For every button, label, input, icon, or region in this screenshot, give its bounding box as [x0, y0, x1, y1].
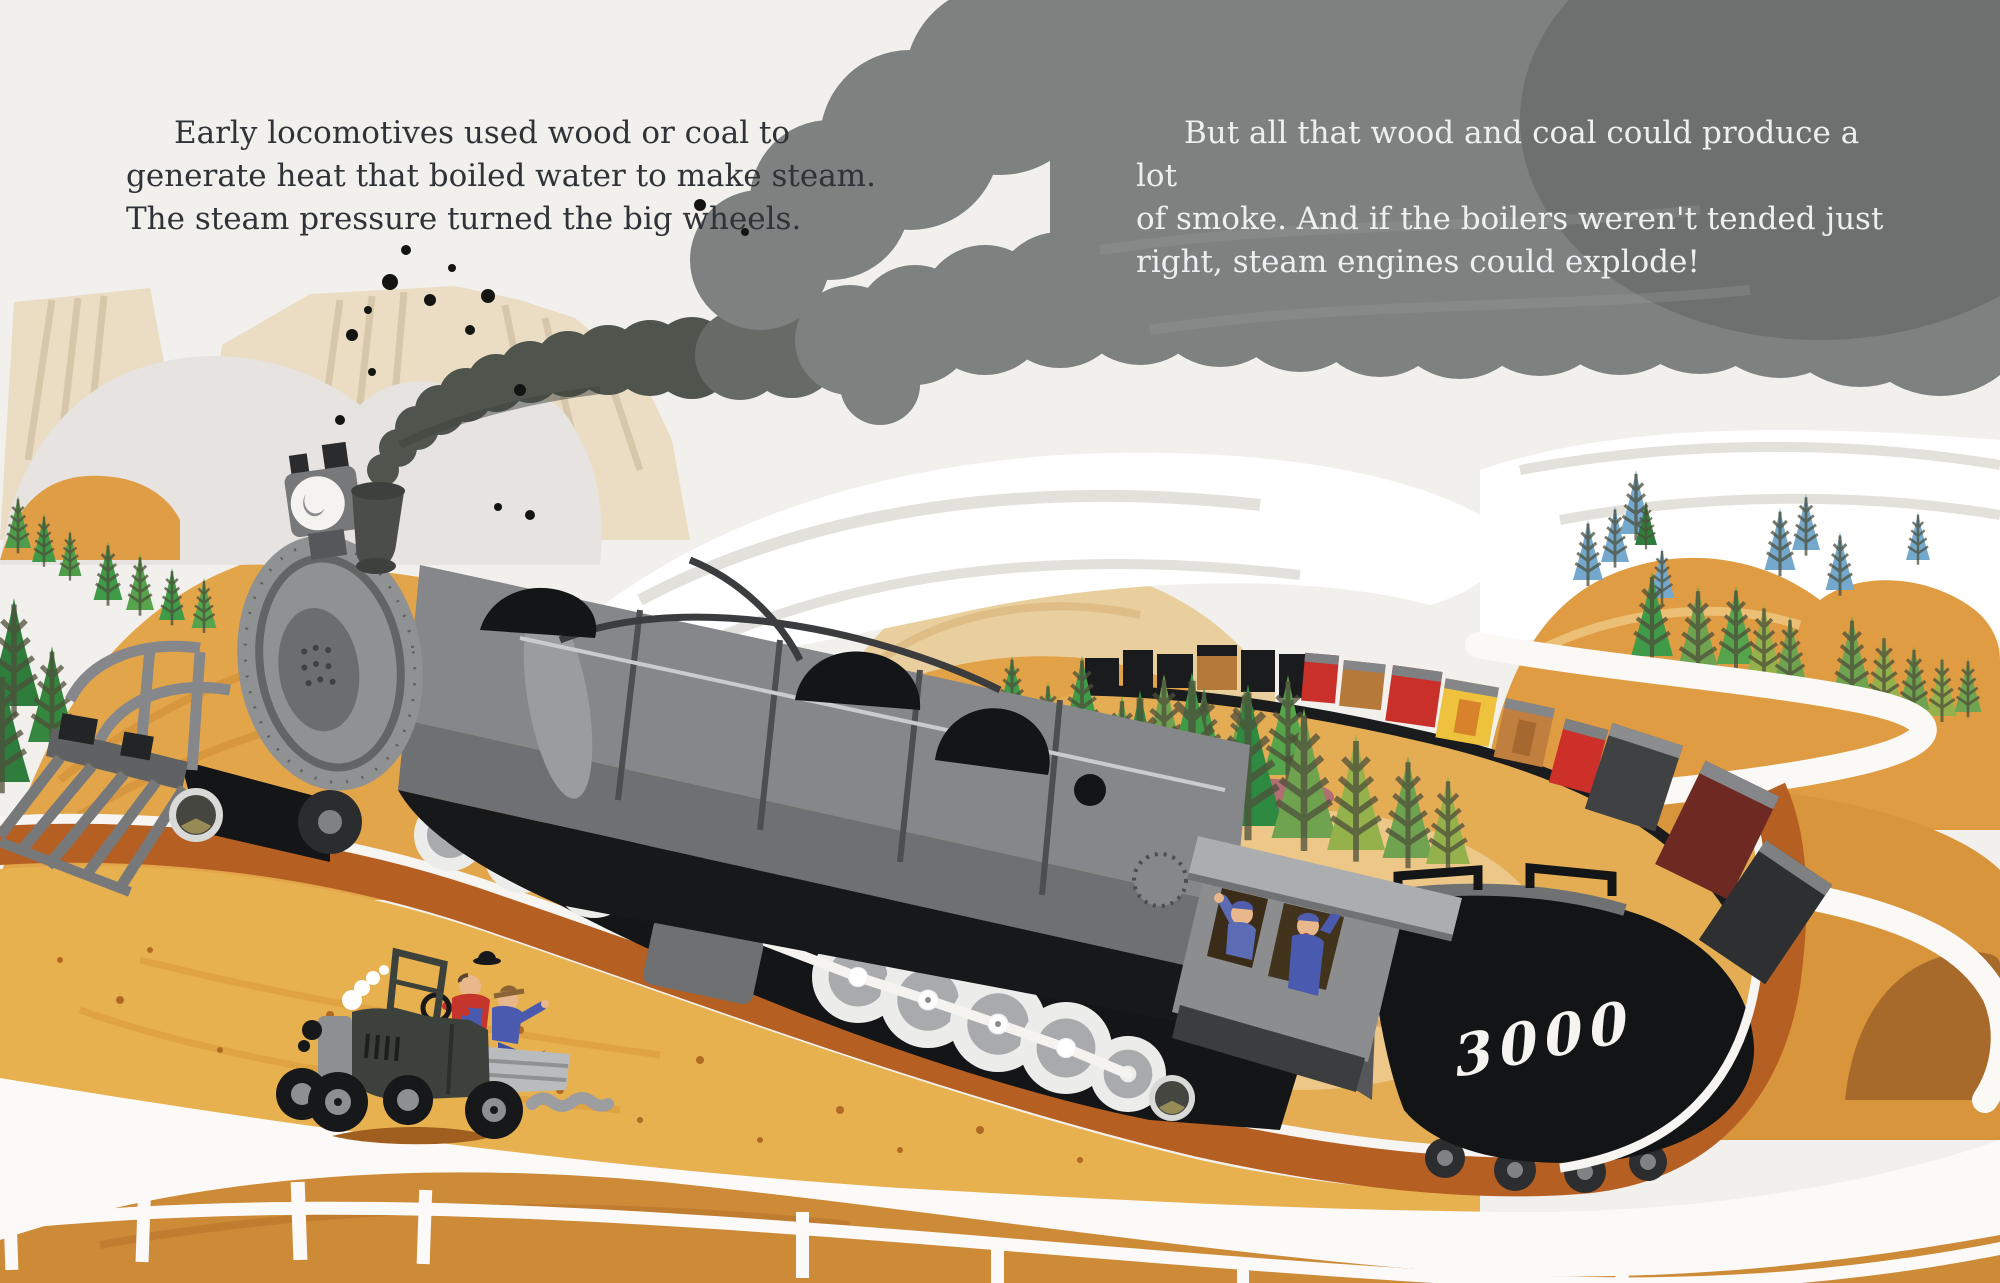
- front-railing: [65, 640, 231, 771]
- smokestack: [351, 482, 405, 574]
- right-caption: But all that wood and coal could produce…: [1136, 112, 1906, 284]
- tender-body: [1368, 889, 1755, 1163]
- colored-boxcars: [1301, 652, 1684, 832]
- cowcatcher: [0, 713, 189, 897]
- engineer-left: [1214, 893, 1256, 960]
- smoke-plume: [335, 0, 2000, 520]
- pilot-wheel: [169, 788, 223, 842]
- caption-line: The steam pressure turned the big wheels…: [126, 201, 802, 237]
- soot-specks: [335, 199, 749, 520]
- caption-line: But all that wood and coal could produce…: [1136, 115, 1860, 194]
- car-shadow: [332, 1127, 492, 1145]
- car-wheels: [276, 1068, 523, 1139]
- caption-line: generate heat that boiled water to make …: [126, 158, 876, 194]
- steam-locomotive: [0, 441, 1462, 1130]
- left-caption: Early locomotives used wood or coal to g…: [126, 112, 886, 241]
- descending-boxcars: [1655, 760, 1833, 985]
- caption-line: of smoke. And if the boilers weren't ten…: [1136, 201, 1884, 237]
- white-fence: [0, 1181, 2000, 1283]
- flying-hat: [473, 951, 501, 965]
- boiler: [398, 556, 1250, 1030]
- vintage-car: [276, 947, 614, 1145]
- cab: [1172, 836, 1462, 1092]
- caption-line: right, steam engines could explode!: [1136, 244, 1700, 280]
- bottom-hill: [0, 1172, 2000, 1283]
- headlamp: [284, 441, 363, 560]
- dust-swirl: [526, 1092, 614, 1112]
- steam-puff: [342, 965, 389, 1010]
- caption-line: Early locomotives used wood or coal to: [174, 115, 791, 151]
